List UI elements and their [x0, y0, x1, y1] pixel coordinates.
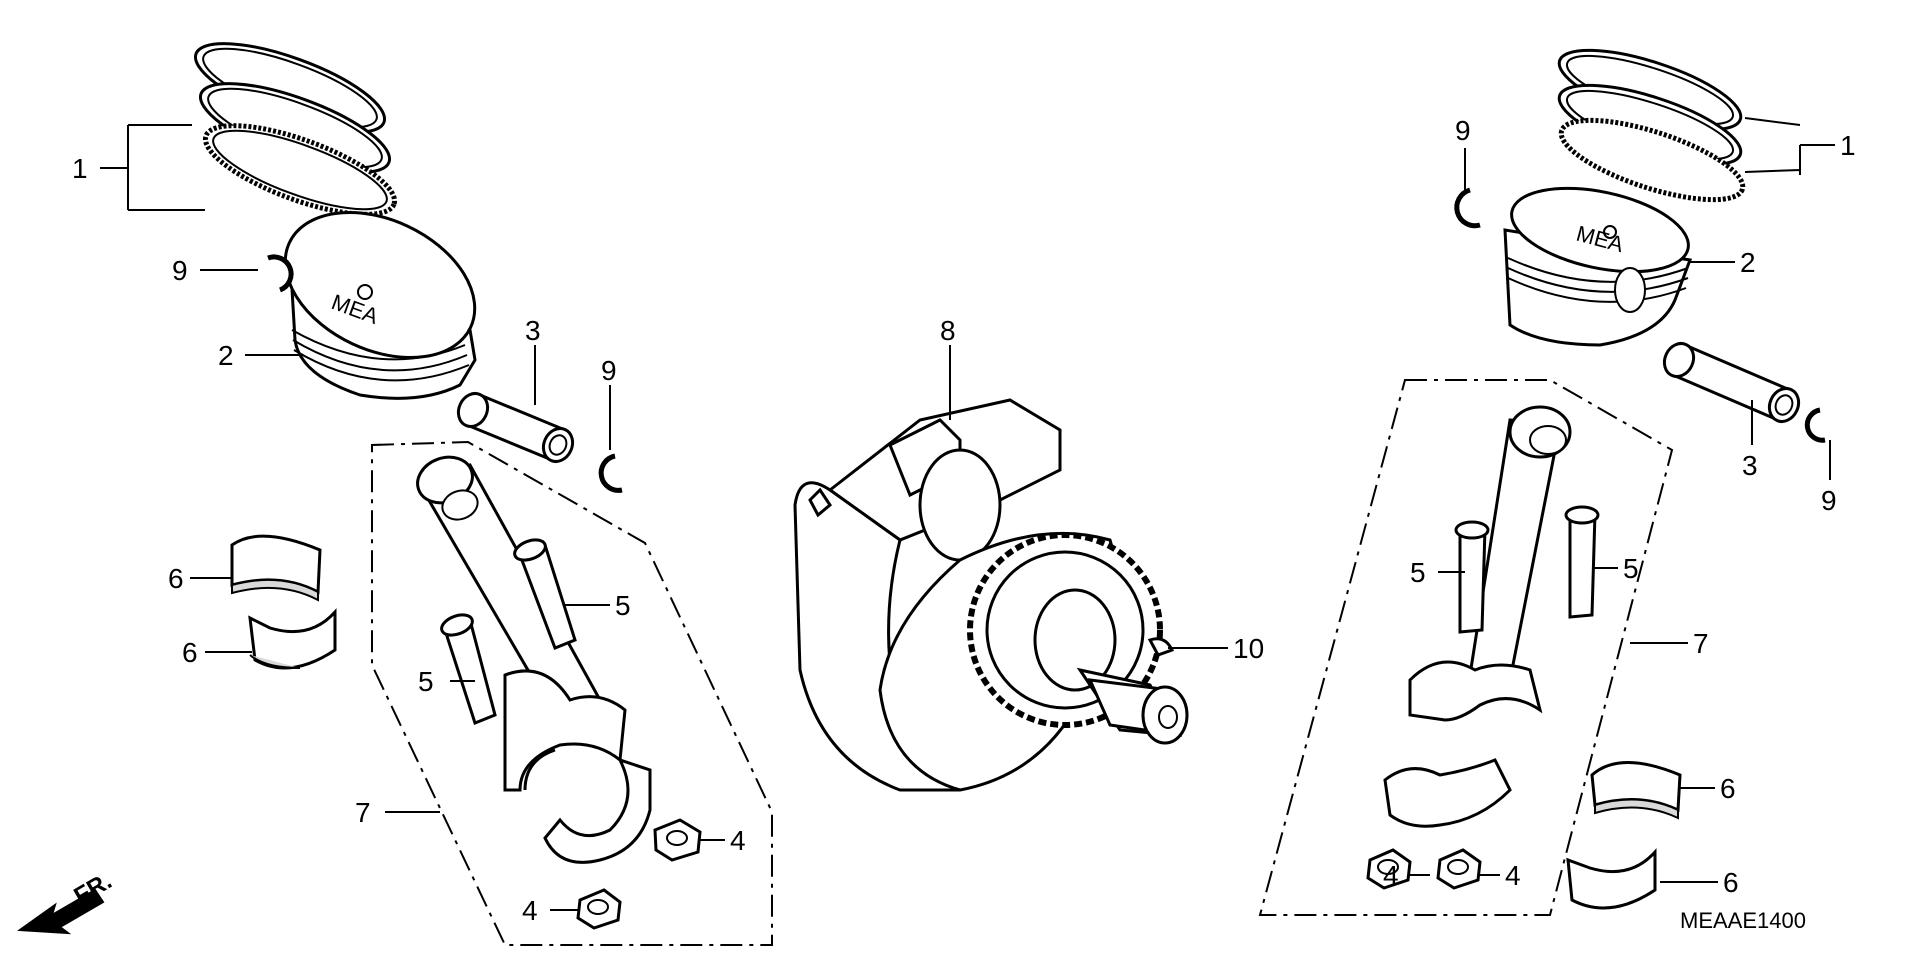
callout-10: 10: [1233, 633, 1264, 664]
callout-6-right-lower: 6: [1723, 867, 1739, 898]
piston-left: MEA: [283, 210, 477, 400]
callout-6-left-upper: 6: [168, 563, 184, 594]
callout-4-right-right: 4: [1505, 860, 1521, 891]
bolt-left-lower: [440, 613, 497, 725]
pin-clip-right-lower: [1804, 407, 1826, 443]
callout-5-right-right: 5: [1623, 553, 1639, 584]
reference-code: MEAAE1400: [1680, 908, 1806, 933]
nut-right-left: [1366, 848, 1412, 890]
pin-clip-left-lower: [598, 453, 623, 493]
callout-9-right-upper: 9: [1455, 115, 1471, 146]
callout-3-left: 3: [525, 315, 541, 346]
callout-1-right: 1: [1840, 130, 1856, 161]
callout-9-left-upper: 9: [172, 255, 188, 286]
callout-2-left: 2: [218, 340, 234, 371]
callout-6-left-lower: 6: [182, 637, 198, 668]
nut-left-bottom: [576, 888, 622, 930]
nut-right-right: [1436, 848, 1482, 890]
nut-left-right: [653, 818, 702, 862]
front-direction-indicator: FR.: [17, 867, 116, 935]
callout-5-right-left: 5: [1410, 557, 1426, 588]
bolt-left-upper: [513, 538, 577, 650]
connecting-rod-assembly-left: [371, 440, 773, 946]
piston-ring-set-right: [1557, 48, 1746, 203]
bolt-right-left: [1454, 520, 1490, 634]
callout-5-left-right: 5: [615, 590, 631, 621]
callout-4-right-left: 4: [1383, 860, 1399, 891]
piston-pin-left: [456, 391, 575, 464]
connecting-rod-assembly-right: [1258, 379, 1674, 916]
callout-7-left: 7: [355, 797, 371, 828]
bearing-shells-left: [230, 534, 337, 670]
callout-2-right: 2: [1740, 247, 1756, 278]
callout-7-right: 7: [1693, 628, 1709, 659]
bearing-shells-right: [1566, 761, 1682, 910]
woodruff-key: [1147, 637, 1175, 657]
callout-leaders: [100, 117, 1835, 911]
piston-ring-set-left: [193, 42, 398, 217]
callout-9-left-lower: 9: [601, 355, 617, 386]
pin-clip-left-upper: [267, 254, 294, 293]
callout-3-right: 3: [1742, 450, 1758, 481]
callout-9-right-lower: 9: [1821, 485, 1837, 516]
crankshaft: [793, 398, 1189, 792]
callout-5-left-left: 5: [418, 666, 434, 697]
pin-clip-right-upper: [1454, 187, 1481, 229]
callout-4-left-bottom: 4: [522, 895, 538, 926]
callout-4-left-right: 4: [730, 825, 746, 856]
piston-right: MEA: [1503, 186, 1693, 347]
piston-pin-right: [1662, 341, 1801, 424]
callout-8: 8: [940, 315, 956, 346]
front-arrow-icon: [17, 888, 105, 935]
callout-labels: 1 9 2 3 9 6 6 5 5 7 4 4 8 10 9 1 2 3 9 5…: [72, 115, 1856, 926]
callout-1-left: 1: [72, 153, 88, 184]
callout-6-right-upper: 6: [1720, 773, 1736, 804]
bolt-right-right: [1564, 505, 1600, 619]
